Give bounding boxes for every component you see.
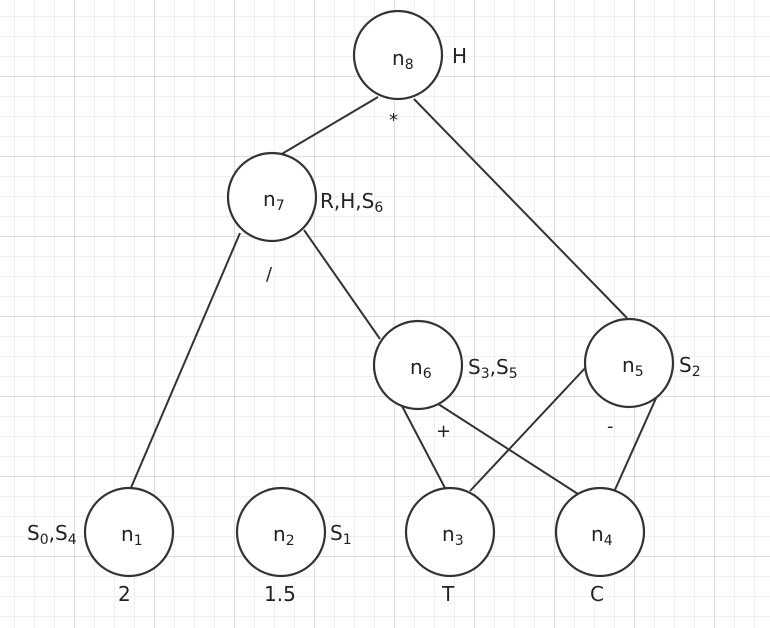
node-circle (83, 486, 175, 578)
node-value: 2 (118, 582, 131, 606)
operator-label: - (607, 416, 614, 437)
node-annotation: H (452, 44, 467, 68)
node-n7[interactable]: n7 R,H,S6 / (226, 151, 383, 285)
node-n6[interactable]: n6 S3,S5 + (372, 319, 518, 442)
operator-label: * (389, 110, 398, 131)
edge-n5-n4 (613, 395, 658, 493)
node-label: n8 (392, 46, 414, 73)
node-n2[interactable]: n2 S1 1.5 (235, 486, 352, 606)
node-value: T (441, 582, 455, 606)
node-label: n1 (121, 522, 143, 549)
edge-n7-n1 (129, 232, 241, 491)
edge-n6-n3 (401, 405, 446, 489)
node-n4[interactable]: n4 C (554, 486, 646, 606)
node-label: n6 (410, 355, 432, 382)
edges (129, 96, 658, 495)
node-label: n3 (442, 522, 464, 549)
edge-n8-n7 (279, 96, 379, 156)
node-label: n4 (591, 522, 613, 549)
node-circle (352, 9, 444, 101)
operator-label: / (266, 264, 273, 285)
node-annotation: S3,S5 (468, 355, 518, 382)
node-circle (235, 486, 327, 578)
node-n3[interactable]: n3 T (404, 486, 496, 606)
node-label: n5 (622, 353, 644, 380)
node-annotation: S0,S4 (27, 521, 77, 548)
edge-n8-n5 (413, 98, 628, 319)
node-annotation: S2 (679, 353, 701, 380)
node-annotation: S1 (330, 521, 352, 548)
node-circle (372, 319, 464, 411)
operator-label: + (436, 421, 451, 442)
node-circle (583, 317, 675, 409)
node-circle (226, 151, 318, 243)
node-circle (404, 486, 496, 578)
node-n5[interactable]: n5 S2 - (583, 317, 701, 437)
node-n1[interactable]: n1 S0,S4 2 (27, 486, 175, 606)
edge-n7-n6 (303, 229, 381, 340)
node-label: n7 (263, 187, 285, 214)
node-n8[interactable]: n8 H * (352, 9, 467, 131)
node-circle (554, 486, 646, 578)
node-value: 1.5 (264, 582, 296, 606)
node-value: C (590, 582, 604, 606)
node-label: n2 (273, 522, 295, 549)
node-annotation: R,H,S6 (320, 189, 383, 216)
edge-n6-n4 (431, 399, 579, 495)
edge-n5-n3 (469, 364, 589, 492)
